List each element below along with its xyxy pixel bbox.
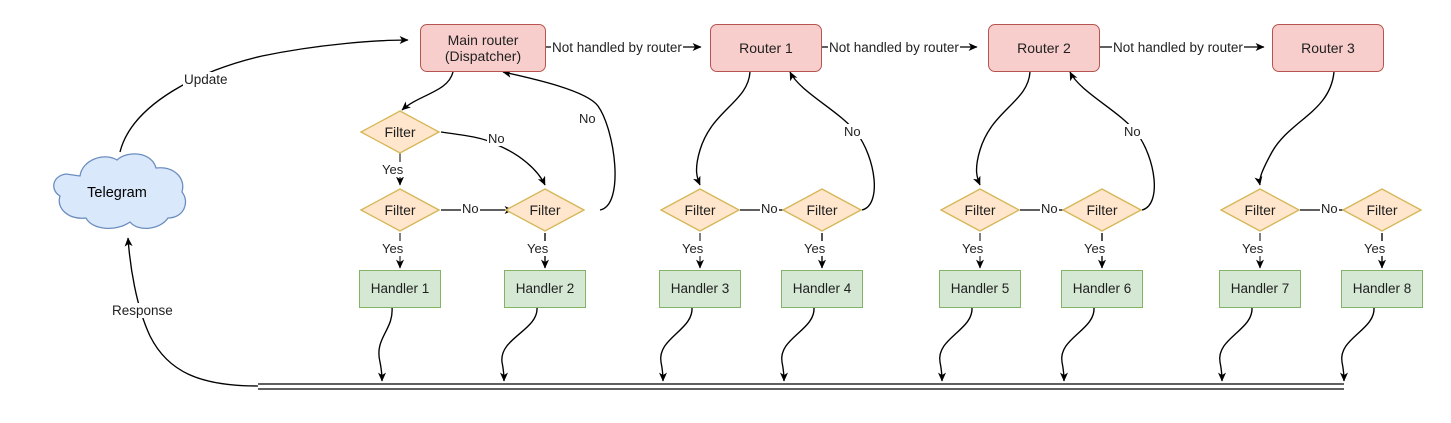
filter-1-label: Filter xyxy=(384,123,416,140)
edge-label-response: Response xyxy=(111,303,174,318)
handler-3-label: Handler 3 xyxy=(670,281,730,297)
edge-label-update: Update xyxy=(183,72,229,87)
diamond-shape xyxy=(1342,188,1422,232)
edge-label-not-handled-3: Not handled by router xyxy=(1112,40,1244,55)
cloud-icon xyxy=(53,153,187,229)
handler-5-label: Handler 5 xyxy=(950,281,1010,297)
filter-4-label: Filter xyxy=(684,201,716,218)
edge-label-yes-f6-h5: Yes xyxy=(961,241,985,256)
handler-6-label: Handler 6 xyxy=(1072,281,1132,297)
main-router-label-line2: (Dispatcher) xyxy=(444,48,522,64)
telegram-cloud[interactable]: Telegram xyxy=(42,148,192,238)
edge-handler1-to-bus xyxy=(377,306,393,382)
edge-label-yes-f8-h7: Yes xyxy=(1241,241,1265,256)
filter-7[interactable]: Filter xyxy=(1062,188,1142,232)
edge-router1-to-filter4 xyxy=(693,71,751,186)
filter-8[interactable]: Filter xyxy=(1220,188,1300,232)
edge-label-no-f6-f7: No xyxy=(1040,201,1059,216)
diamond-shape xyxy=(782,188,862,232)
filter-5[interactable]: Filter xyxy=(782,188,862,232)
filter-6[interactable]: Filter xyxy=(940,188,1020,232)
edge-label-no-f1-f3: No xyxy=(487,131,506,146)
edge-label-no-f8-f9: No xyxy=(1320,201,1339,216)
edge-label-yes-f7-h6: Yes xyxy=(1083,241,1107,256)
handler-4-label: Handler 4 xyxy=(792,281,852,297)
diamond-shape xyxy=(660,188,740,232)
handler-6[interactable]: Handler 6 xyxy=(1061,270,1143,308)
filter-9[interactable]: Filter xyxy=(1342,188,1422,232)
handler-4[interactable]: Handler 4 xyxy=(781,270,863,308)
edge-label-no-f5-r1: No xyxy=(843,124,862,139)
edge-handler4-to-bus xyxy=(779,306,815,382)
edge-label-yes-f9-h8: Yes xyxy=(1363,241,1387,256)
router-3-label: Router 3 xyxy=(1301,39,1355,56)
filter-2[interactable]: Filter xyxy=(360,188,440,232)
edge-label-not-handled-1: Not handled by router xyxy=(551,40,683,55)
handler-5[interactable]: Handler 5 xyxy=(939,270,1021,308)
edge-handler7-to-bus xyxy=(1217,306,1253,382)
edge-label-no-f7-r2: No xyxy=(1123,124,1142,139)
handler-1[interactable]: Handler 1 xyxy=(359,270,441,308)
filter-6-label: Filter xyxy=(964,201,996,218)
handler-2[interactable]: Handler 2 xyxy=(504,270,586,308)
diamond-shape xyxy=(1220,188,1300,232)
edge-handler6-to-bus xyxy=(1059,306,1095,382)
filter-3[interactable]: Filter xyxy=(505,188,585,232)
edge-label-no-f3-main: No xyxy=(578,111,597,126)
filter-1[interactable]: Filter xyxy=(360,110,440,154)
handler-7-label: Handler 7 xyxy=(1230,281,1290,297)
filter-2-label: Filter xyxy=(384,201,416,218)
handler-7[interactable]: Handler 7 xyxy=(1219,270,1301,308)
edge-label-no-f2-f3: No xyxy=(461,201,480,216)
handler-1-label: Handler 1 xyxy=(370,281,430,297)
filter-7-label: Filter xyxy=(1086,201,1118,218)
telegram-label: Telegram xyxy=(87,185,147,201)
handler-2-label: Handler 2 xyxy=(515,281,575,297)
edge-label-yes-f3-h2: Yes xyxy=(526,241,550,256)
filter-8-label: Filter xyxy=(1244,201,1276,218)
filter-9-label: Filter xyxy=(1366,201,1398,218)
edge-response xyxy=(124,237,259,387)
handler-8-label: Handler 8 xyxy=(1352,281,1412,297)
router-1[interactable]: Router 1 xyxy=(710,24,822,72)
filter-3-label: Filter xyxy=(529,201,561,218)
edge-label-not-handled-2: Not handled by router xyxy=(828,40,960,55)
filter-4[interactable]: Filter xyxy=(660,188,740,232)
edge-label-yes-f2-h1: Yes xyxy=(381,241,405,256)
main-router[interactable]: Main router (Dispatcher) xyxy=(420,24,546,72)
edge-handler8-to-bus xyxy=(1339,306,1375,382)
edge-router3-to-filter8 xyxy=(1254,71,1335,186)
edge-handler5-to-bus xyxy=(937,306,973,382)
router-3[interactable]: Router 3 xyxy=(1272,24,1384,72)
diamond-shape xyxy=(360,188,440,232)
edge-main-to-filter1 xyxy=(401,71,454,111)
edge-label-no-f4-f5: No xyxy=(760,201,779,216)
edge-label-yes-f1-f2: Yes xyxy=(381,162,405,177)
router-2-label: Router 2 xyxy=(1017,39,1071,56)
router-1-label: Router 1 xyxy=(739,39,793,56)
router-2[interactable]: Router 2 xyxy=(988,24,1100,72)
edge-handler2-to-bus xyxy=(499,306,538,382)
diamond-shape xyxy=(1062,188,1142,232)
diamond-shape xyxy=(940,188,1020,232)
handler-8[interactable]: Handler 8 xyxy=(1341,270,1423,308)
handler-3[interactable]: Handler 3 xyxy=(659,270,741,308)
edge-label-yes-f4-h3: Yes xyxy=(681,241,705,256)
diamond-shape xyxy=(360,110,440,154)
edge-label-yes-f5-h4: Yes xyxy=(803,241,827,256)
edge-filter3-to-main xyxy=(502,69,616,211)
edge-update xyxy=(119,36,409,153)
edge-router2-to-filter6 xyxy=(973,71,1031,186)
filter-5-label: Filter xyxy=(806,201,838,218)
edge-handler3-to-bus xyxy=(658,306,693,382)
diamond-shape xyxy=(505,188,585,232)
main-router-label-line1: Main router xyxy=(447,31,519,48)
